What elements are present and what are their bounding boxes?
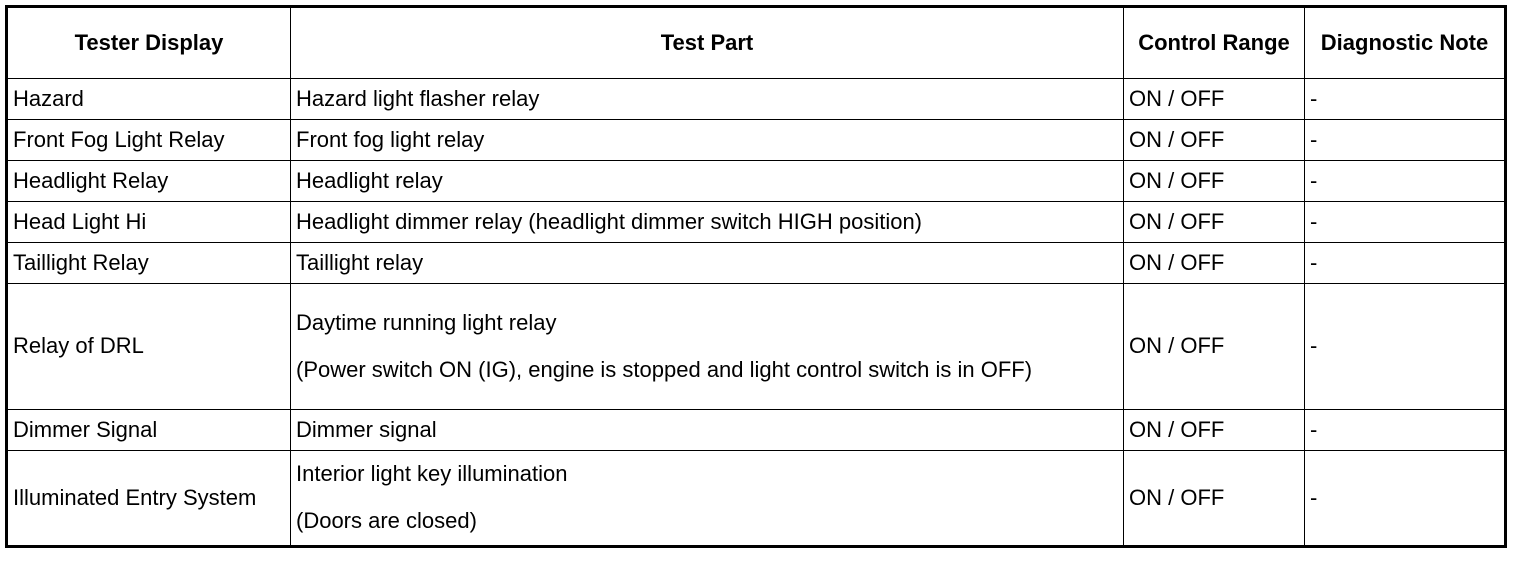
header-control-range: Control Range [1123,6,1305,79]
cell-diagnostic-note: - [1304,119,1506,161]
header-tester-display: Tester Display [6,6,291,79]
table-row: Front Fog Light Relay Front fog light re… [6,119,1506,161]
table-row: Relay of DRL Daytime running light relay… [6,283,1506,410]
cell-diagnostic-note: - [1304,242,1506,284]
header-row: Tester Display Test Part Control Range D… [6,6,1506,79]
cell-test-part: Headlight dimmer relay (headlight dimmer… [290,201,1124,243]
cell-tester-display: Taillight Relay [6,242,291,284]
test-part-condition: (Doors are closed) [296,508,477,533]
cell-test-part: Dimmer signal [290,409,1124,451]
cell-tester-display: Dimmer Signal [6,409,291,451]
table-row: Taillight Relay Taillight relay ON / OFF… [6,242,1506,284]
cell-tester-display: Illuminated Entry System [6,450,291,547]
cell-control-range: ON / OFF [1123,201,1305,243]
header-diagnostic-note: Diagnostic Note [1304,6,1506,79]
table-row: Illuminated Entry System Interior light … [6,450,1506,547]
cell-test-part: Taillight relay [290,242,1124,284]
cell-diagnostic-note: - [1304,283,1506,410]
table-body: Hazard Hazard light flasher relay ON / O… [6,78,1506,547]
cell-control-range: ON / OFF [1123,119,1305,161]
cell-diagnostic-note: - [1304,160,1506,202]
cell-test-part: Daytime running light relay (Power switc… [290,283,1124,410]
table-row: Dimmer Signal Dimmer signal ON / OFF - [6,409,1506,451]
cell-control-range: ON / OFF [1123,409,1305,451]
cell-control-range: ON / OFF [1123,283,1305,410]
cell-diagnostic-note: - [1304,201,1506,243]
cell-test-part: Hazard light flasher relay [290,78,1124,120]
cell-control-range: ON / OFF [1123,450,1305,547]
cell-diagnostic-note: - [1304,450,1506,547]
cell-tester-display: Hazard [6,78,291,120]
cell-tester-display: Headlight Relay [6,160,291,202]
test-part-main: Interior light key illumination [296,461,568,487]
table-row: Hazard Hazard light flasher relay ON / O… [6,78,1506,120]
cell-control-range: ON / OFF [1123,242,1305,284]
cell-diagnostic-note: - [1304,409,1506,451]
header-test-part: Test Part [290,6,1124,79]
test-part-main: Daytime running light relay [296,309,557,335]
cell-control-range: ON / OFF [1123,78,1305,120]
cell-tester-display: Relay of DRL [6,283,291,410]
cell-diagnostic-note: - [1304,78,1506,120]
table-row: Headlight Relay Headlight relay ON / OFF… [6,160,1506,202]
cell-test-part: Headlight relay [290,160,1124,202]
tester-display-table: Tester Display Test Part Control Range D… [5,5,1507,548]
table-header: Tester Display Test Part Control Range D… [6,6,1506,79]
table-row: Head Light Hi Headlight dimmer relay (he… [6,201,1506,243]
cell-control-range: ON / OFF [1123,160,1305,202]
cell-tester-display: Head Light Hi [6,201,291,243]
cell-tester-display: Front Fog Light Relay [6,119,291,161]
test-part-condition: (Power switch ON (IG), engine is stopped… [296,356,1033,382]
cell-test-part: Interior light key illumination (Doors a… [290,450,1124,547]
cell-test-part: Front fog light relay [290,119,1124,161]
